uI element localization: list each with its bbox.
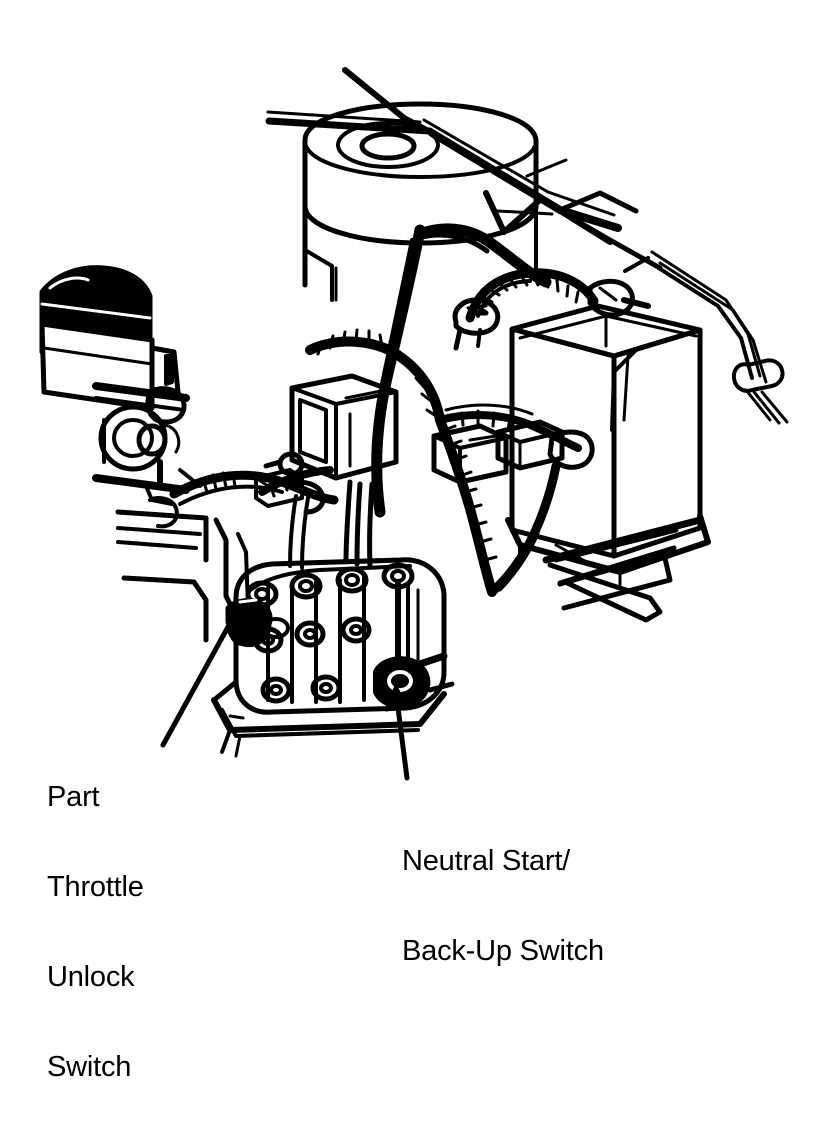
callout-line: Back-Up Switch (402, 935, 604, 967)
callout-line: Unlock (47, 961, 135, 993)
callout-line: Part (47, 781, 100, 813)
harness-connectors (254, 419, 595, 508)
transmission-housing (211, 557, 447, 738)
callout-line: Neutral Start/ (402, 845, 571, 877)
carburetor-assembly (39, 265, 190, 529)
support-bracket (220, 728, 242, 758)
callout-label-part-throttle-unlock-switch: Part Throttle Unlock Switch (47, 722, 144, 1142)
callout-label-neutral-start-backup-switch: Neutral Start/ Back-Up Switch (402, 786, 604, 1026)
neutral-start-backup-switch (373, 652, 455, 709)
leader-line-part-throttle (160, 613, 237, 748)
technical-illustration (39, 67, 789, 781)
battery-cable (415, 223, 651, 351)
wiring-harness (258, 224, 582, 597)
diagram-root: Part Throttle Unlock Switch Neutral Star… (39, 67, 789, 1082)
leader-arrow-neutral-start (384, 684, 410, 781)
part-throttle-unlock-switch (227, 607, 272, 648)
right-fluid-lines (623, 250, 789, 425)
vacuum-lines (610, 348, 638, 432)
callout-line: Switch (47, 1051, 132, 1083)
air-cleaner-canister (302, 101, 539, 302)
frame-rail (553, 527, 679, 611)
callout-line: Throttle (47, 871, 144, 903)
